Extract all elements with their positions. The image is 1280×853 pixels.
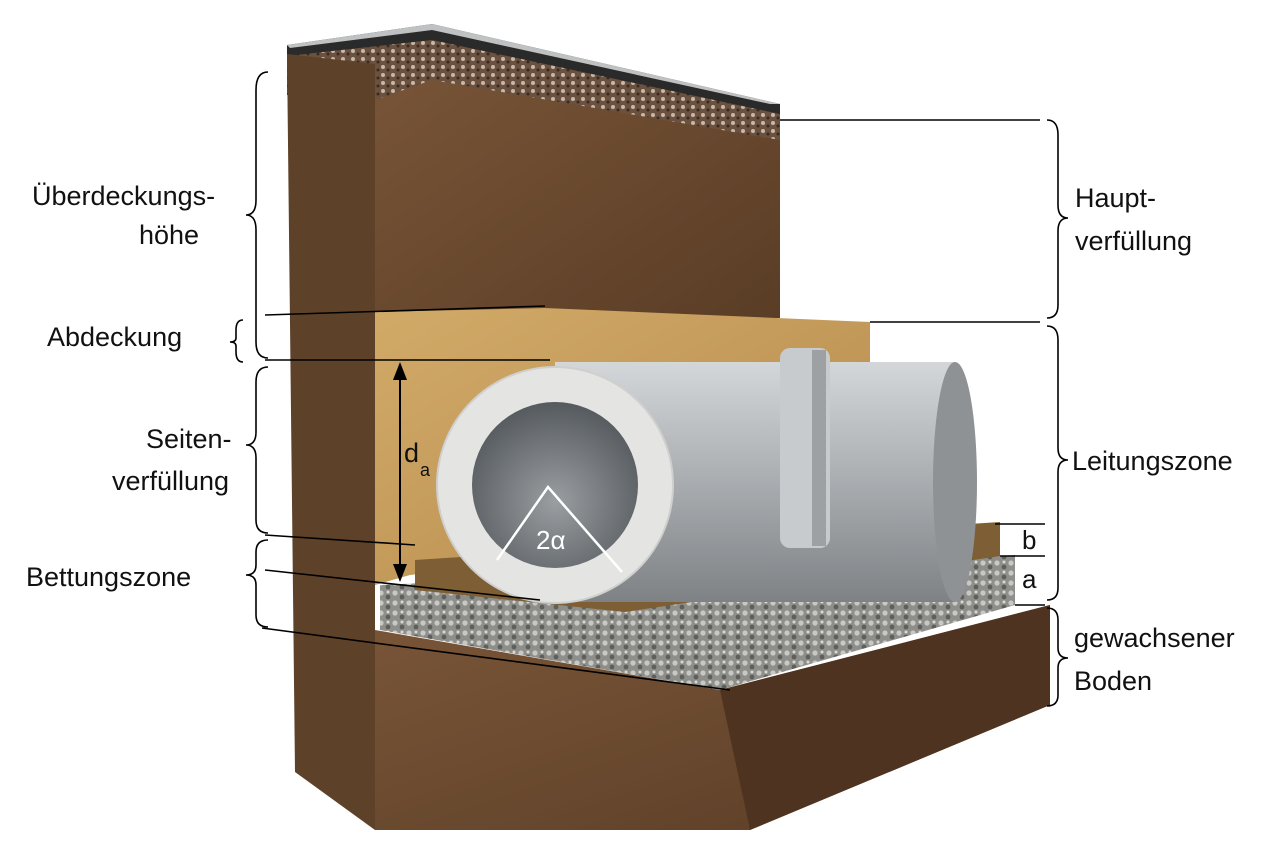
label-hauptverfuellung-1: Haupt- (1075, 183, 1156, 213)
label-hauptverfuellung-2: verfüllung (1075, 226, 1192, 256)
concrete-pipe (436, 348, 977, 604)
label-b: b (1022, 525, 1036, 555)
label-seitenverfuellung-2: verfüllung (112, 466, 229, 496)
soil-block (287, 24, 1050, 830)
label-ueberdeckungshoehe-2: höhe (139, 220, 199, 250)
angle-label: 2α (536, 525, 566, 555)
da-subscript: a (420, 460, 431, 480)
label-bettungszone: Bettungszone (26, 562, 191, 592)
arrowhead-up-icon (393, 362, 407, 380)
pipe-bore (472, 402, 638, 568)
label-seitenverfuellung-1: Seiten- (146, 424, 232, 454)
label-ueberdeckungshoehe-1: Überdeckungs- (32, 181, 215, 211)
left-soil-face (287, 54, 375, 830)
label-abdeckung: Abdeckung (47, 322, 182, 352)
arrowhead-down-icon (393, 564, 407, 582)
label-a: a (1022, 564, 1037, 594)
bedding-angle-lines (495, 484, 623, 573)
label-gewachsener-boden-1: gewachsener (1074, 623, 1235, 653)
leader-lines (229, 71, 1069, 707)
label-leitungszone: Leitungszone (1072, 446, 1233, 476)
label-gewachsener-boden-2: Boden (1074, 666, 1152, 696)
native-soil-side (720, 605, 1050, 830)
da-label: d (404, 438, 419, 468)
top-gravel-layer (287, 38, 780, 140)
